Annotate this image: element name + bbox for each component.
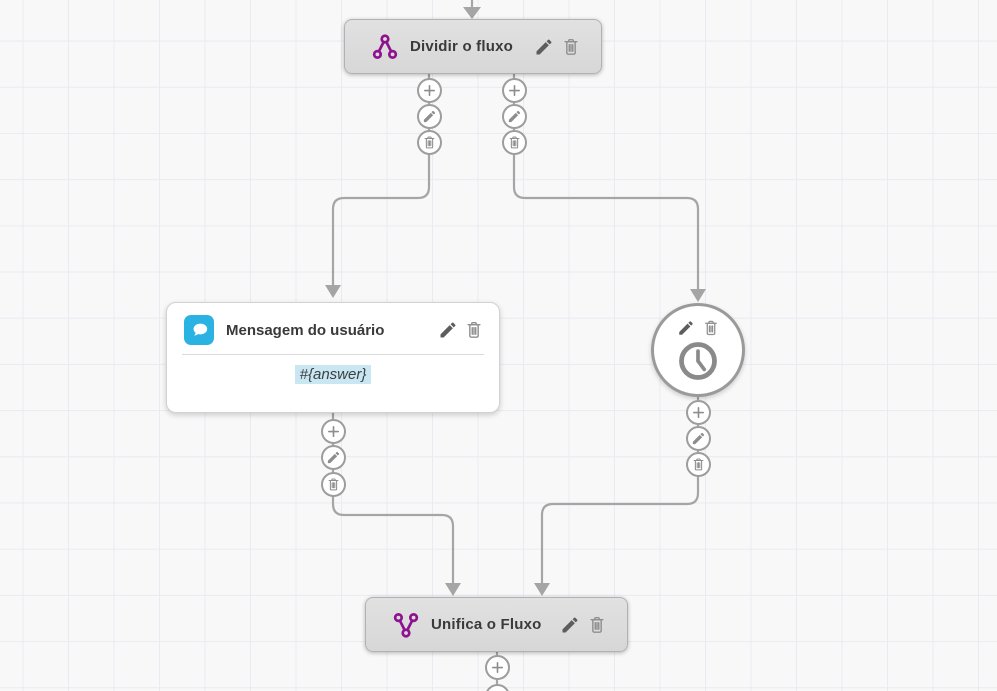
node-title: Unifica o Fluxo <box>431 616 542 633</box>
pencil-icon <box>691 431 706 446</box>
split-icon <box>372 34 398 60</box>
variable-chip: #{answer} <box>294 365 372 384</box>
trash-icon <box>326 477 341 492</box>
plus-icon <box>691 405 706 420</box>
add-step-button[interactable] <box>416 77 442 103</box>
node-title: Mensagem do usuário <box>226 321 385 339</box>
delete-connection-button[interactable] <box>501 129 527 155</box>
chat-bubble-icon <box>184 315 214 345</box>
trash-icon <box>507 135 522 150</box>
pencil-icon <box>507 109 522 124</box>
trash-icon[interactable] <box>702 319 720 337</box>
plus-icon <box>507 83 522 98</box>
wire-split-to-timer <box>512 74 700 290</box>
edit-connection-button[interactable] <box>501 103 527 129</box>
pencil-icon[interactable] <box>534 37 554 57</box>
arrow-down-icon <box>690 289 706 302</box>
node-actions <box>438 320 484 340</box>
plus-icon <box>422 83 437 98</box>
node-title: Dividir o fluxo <box>410 38 514 55</box>
pencil-icon[interactable] <box>560 615 580 635</box>
trash-icon <box>691 457 706 472</box>
add-step-button[interactable] <box>484 654 510 680</box>
wire-message-to-merge <box>331 412 455 584</box>
delete-connection-button[interactable] <box>685 451 711 477</box>
trash-icon <box>422 135 437 150</box>
divider <box>182 354 484 355</box>
arrow-down-icon <box>463 7 481 19</box>
pencil-icon <box>422 109 437 124</box>
plus-icon <box>490 660 505 675</box>
arrow-down-icon <box>445 583 461 596</box>
trash-icon[interactable] <box>587 615 607 635</box>
node-timer[interactable] <box>651 303 745 397</box>
node-actions <box>516 37 581 57</box>
clock-icon <box>676 339 720 383</box>
trash-icon[interactable] <box>561 37 581 57</box>
node-header: Mensagem do usuário <box>167 303 499 354</box>
delete-connection-button[interactable] <box>416 129 442 155</box>
plus-icon <box>326 424 341 439</box>
arrow-down-icon <box>325 285 341 298</box>
trash-icon[interactable] <box>464 320 484 340</box>
merge-icon <box>393 612 419 638</box>
add-step-button[interactable] <box>501 77 527 103</box>
arrow-down-icon <box>534 583 550 596</box>
node-actions <box>542 615 607 635</box>
wire-timer-to-merge <box>540 396 700 584</box>
add-step-button[interactable] <box>320 418 346 444</box>
edit-connection-button[interactable] <box>685 425 711 451</box>
pencil-icon <box>326 450 341 465</box>
add-step-button[interactable] <box>685 399 711 425</box>
node-user-message[interactable]: Mensagem do usuário #{answer} <box>166 302 500 413</box>
delete-connection-button[interactable] <box>320 471 346 497</box>
node-split-flow[interactable]: Dividir o fluxo <box>344 19 602 74</box>
wire-split-to-message <box>331 74 431 286</box>
node-merge-flow[interactable]: Unifica o Fluxo <box>365 597 628 652</box>
edit-connection-button[interactable] <box>416 103 442 129</box>
edit-connection-button[interactable] <box>320 444 346 470</box>
node-body: #{answer} <box>167 355 499 384</box>
pencil-icon[interactable] <box>438 320 458 340</box>
node-actions <box>677 319 720 337</box>
edit-connection-button[interactable] <box>484 683 510 691</box>
pencil-icon[interactable] <box>677 319 695 337</box>
